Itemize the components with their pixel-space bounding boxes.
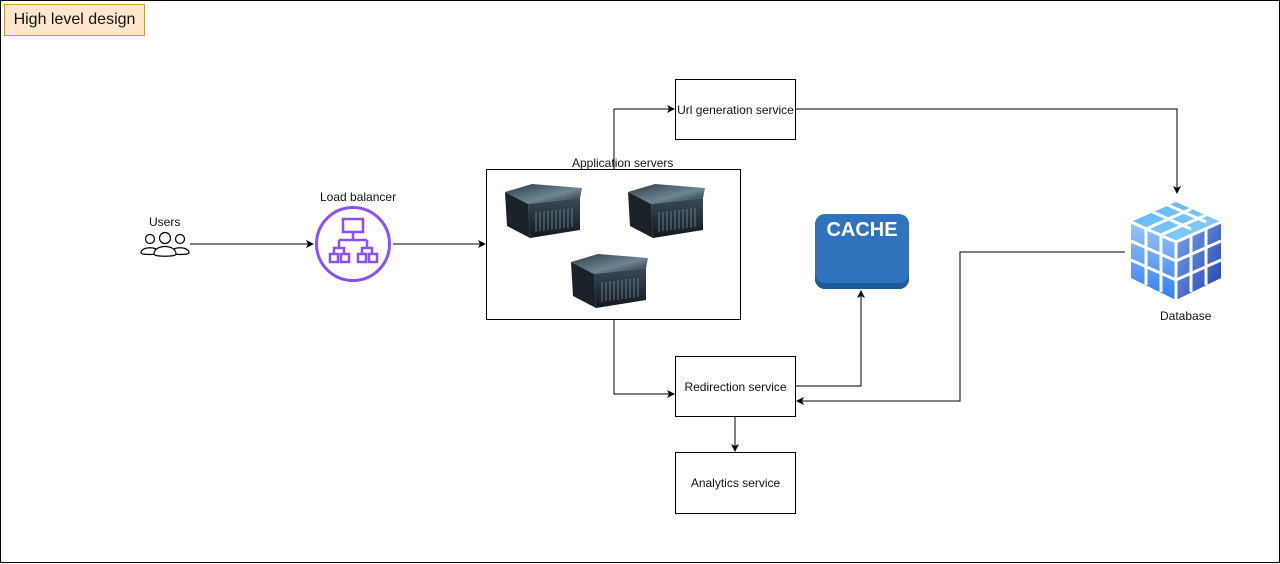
load-balancer-icon[interactable]	[314, 205, 392, 283]
server-icon[interactable]	[625, 182, 707, 240]
diagram-title[interactable]: High level design	[4, 4, 145, 36]
users-icon[interactable]	[139, 231, 191, 259]
server-icon[interactable]	[502, 182, 584, 240]
redirection-service[interactable]: Redirection service	[675, 356, 796, 417]
analytics-service[interactable]: Analytics service	[675, 452, 796, 514]
app-servers-group[interactable]	[486, 169, 741, 320]
database-label: Database	[1160, 309, 1212, 323]
users-label: Users	[149, 215, 181, 229]
url-generation-service[interactable]: Url generation service	[675, 79, 796, 140]
edge-redirection-to-cache	[796, 290, 865, 387]
database-cube-icon[interactable]	[1129, 200, 1224, 302]
cache-label: CACHE	[826, 219, 898, 241]
load-balancer-label: Load balancer	[320, 190, 397, 204]
cache-node[interactable]: CACHE	[815, 214, 909, 289]
app-servers-label: Application servers	[572, 156, 674, 170]
server-icon[interactable]	[568, 252, 650, 310]
edge-url-generation-to-database	[796, 108, 1181, 194]
edge-app-servers-to-redirection	[613, 320, 675, 398]
